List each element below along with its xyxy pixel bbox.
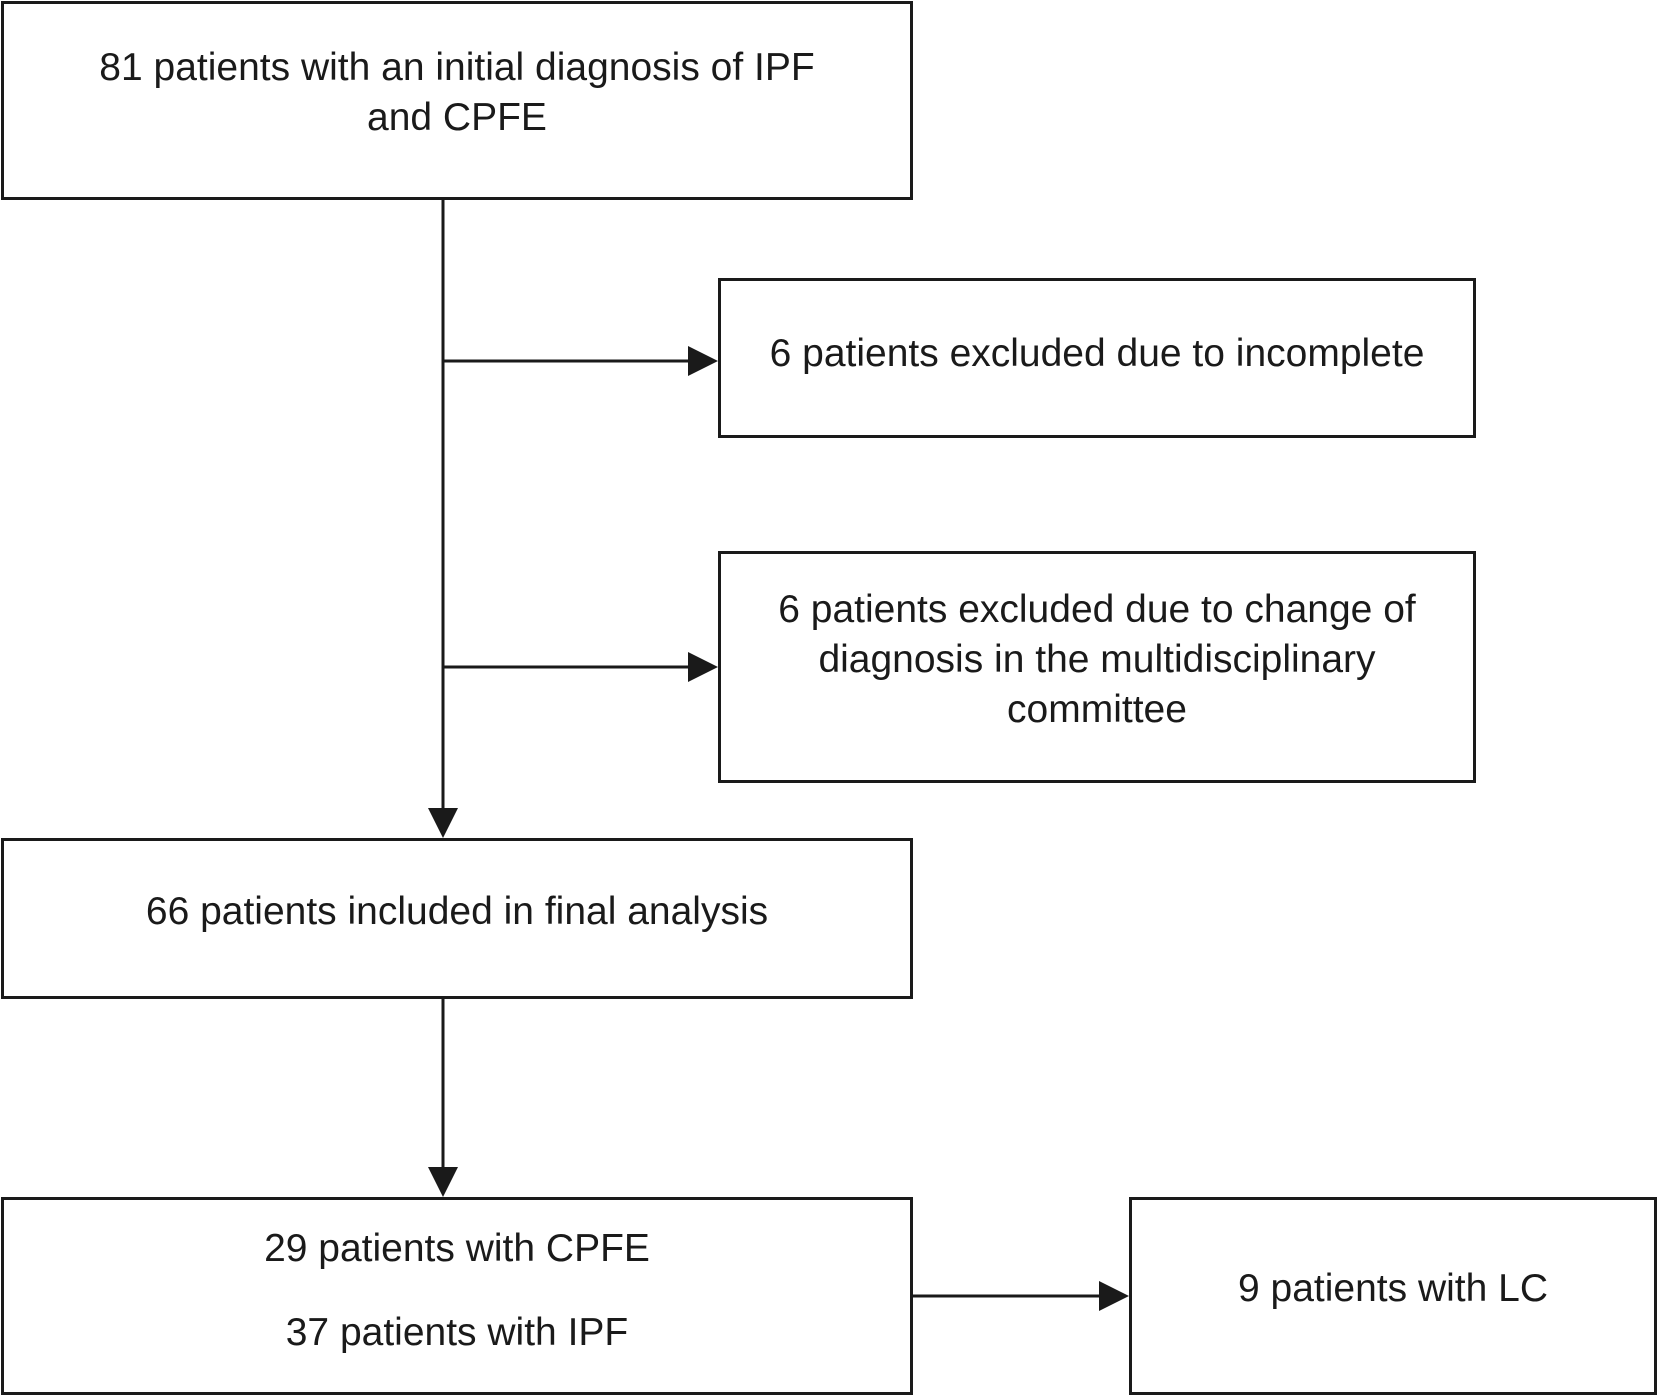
- lung-cancer-text: 9 patients with LC: [1237, 1267, 1548, 1310]
- lung-cancer-box: 9 patients with LC: [1129, 1197, 1657, 1395]
- excluded-change-line1: 6 patients excluded due to change of: [778, 588, 1416, 631]
- arrowhead-to-change: [688, 652, 718, 682]
- arrowhead-to-incomplete: [688, 346, 718, 376]
- cpfe-group-text: 29 patients with CPFE: [264, 1227, 650, 1270]
- final-analysis-text: 66 patients included in final analysis: [145, 889, 769, 933]
- excluded-incomplete-box: 6 patients excluded due to incomplete: [718, 278, 1476, 438]
- arrowhead-to-groups: [428, 1167, 458, 1197]
- arrowhead-to-final: [428, 808, 458, 838]
- patient-groups-box: 29 patients with CPFE 37 patients with I…: [1, 1197, 913, 1395]
- arrowhead-to-lc: [1099, 1281, 1129, 1311]
- initial-cohort-box: 81 patients with an initial diagnosis of…: [1, 1, 913, 200]
- initial-cohort-line2: and CPFE: [367, 95, 547, 139]
- excluded-change-box: 6 patients excluded due to change of dia…: [718, 551, 1476, 783]
- final-analysis-box: 66 patients included in final analysis: [1, 838, 913, 999]
- excluded-change-line3: committee: [1007, 688, 1187, 731]
- ipf-group-text: 37 patients with IPF: [285, 1311, 629, 1354]
- initial-cohort-line1: 81 patients with an initial diagnosis of…: [99, 45, 815, 89]
- excluded-incomplete-text: 6 patients excluded due to incomplete: [769, 332, 1425, 375]
- excluded-change-line2: diagnosis in the multidisciplinary: [818, 638, 1376, 681]
